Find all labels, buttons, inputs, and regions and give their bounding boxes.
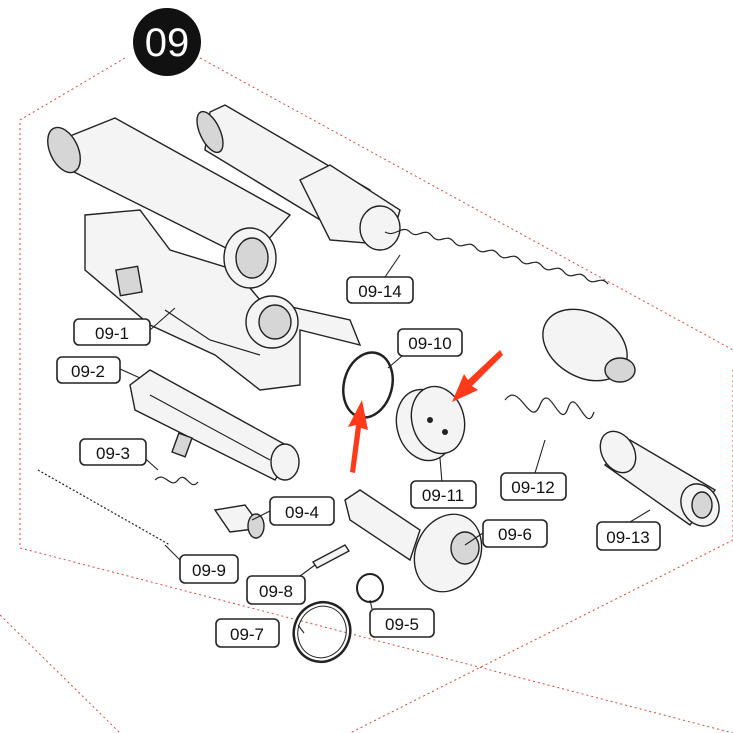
svg-text:09-3: 09-3 <box>96 444 130 463</box>
dotted-frame <box>0 57 733 733</box>
part-ring <box>342 351 394 419</box>
part-bolt-body <box>129 369 300 481</box>
svg-text:09-1: 09-1 <box>95 324 129 343</box>
label-09-7: 09-7 <box>215 618 280 648</box>
part-medium-spring <box>504 394 595 420</box>
svg-text:09-6: 09-6 <box>498 525 532 544</box>
label-09-12: 09-12 <box>500 472 567 501</box>
section-badge: 09 <box>133 8 201 76</box>
part-sleeve <box>599 430 720 527</box>
svg-text:09-9: 09-9 <box>192 561 226 580</box>
svg-text:09-5: 09-5 <box>385 615 419 634</box>
label-09-2: 09-2 <box>56 356 121 384</box>
label-09-3: 09-3 <box>79 438 147 466</box>
label-09-14: 09-14 <box>346 276 414 304</box>
svg-text:09-8: 09-8 <box>259 582 293 601</box>
red-arrow-icon <box>348 350 503 473</box>
part-long-spring <box>37 469 171 546</box>
leader-lines <box>119 254 651 634</box>
part-large-oring <box>292 600 352 664</box>
label-09-13: 09-13 <box>596 521 661 551</box>
part-nozzle <box>213 504 265 539</box>
svg-text:09-11: 09-11 <box>422 486 464 505</box>
label-09-11: 09-11 <box>410 480 477 509</box>
label-09-1: 09-1 <box>73 318 151 346</box>
label-09-9: 09-9 <box>179 554 239 584</box>
label-09-10: 09-10 <box>397 328 463 357</box>
svg-text:09-13: 09-13 <box>606 528 649 547</box>
badge-text: 09 <box>145 21 190 65</box>
svg-text:09-14: 09-14 <box>358 282 401 301</box>
part-piston-disk <box>395 385 466 462</box>
label-09-8: 09-8 <box>246 575 306 605</box>
svg-text:09-12: 09-12 <box>511 478 554 497</box>
part-pin <box>311 544 351 569</box>
label-09-4: 09-4 <box>269 496 335 526</box>
svg-text:09-7: 09-7 <box>230 625 264 644</box>
part-cylinder-spring <box>196 104 636 383</box>
label-09-6: 09-6 <box>482 519 548 548</box>
label-09-5: 09-5 <box>369 608 435 638</box>
svg-text:09-4: 09-4 <box>285 503 319 522</box>
svg-text:09-10: 09-10 <box>408 334 451 353</box>
svg-text:09-2: 09-2 <box>71 362 105 381</box>
part-upper-chamber <box>47 117 362 391</box>
part-small-spring <box>154 476 199 486</box>
part-small-oring <box>356 573 384 603</box>
